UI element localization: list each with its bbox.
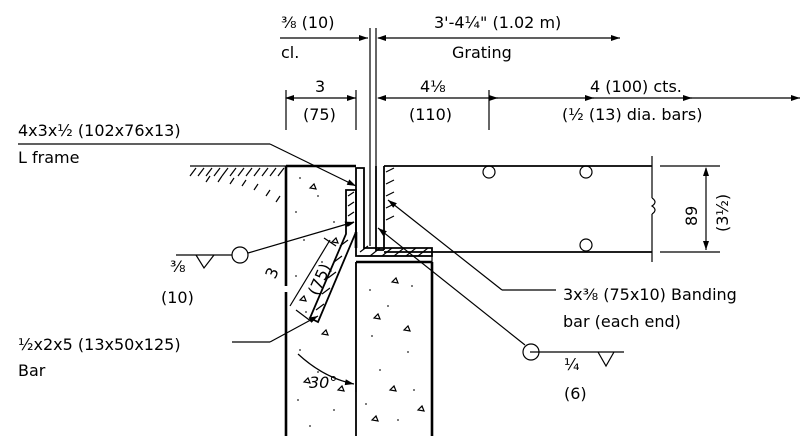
slope-3-label: 3 bbox=[261, 265, 283, 282]
concrete-wall bbox=[284, 164, 434, 436]
l-frame-label-2: L frame bbox=[18, 148, 79, 167]
grating bbox=[375, 156, 656, 262]
dim-grating-sub: Grating bbox=[452, 43, 512, 62]
dim-110-label: (110) bbox=[409, 105, 452, 124]
banding-label-2: bar (each end) bbox=[563, 312, 681, 331]
dim-grating-length: 3'-4¼" (1.02 m) Grating bbox=[377, 13, 620, 62]
weld-symbol-right: ¼ (6) bbox=[377, 227, 624, 403]
angle-30: 30° bbox=[297, 262, 357, 392]
weld-right-size: ¼ bbox=[564, 355, 580, 374]
earth-hatching bbox=[189, 165, 286, 203]
depth-89-label: 89 bbox=[682, 206, 701, 226]
depth-3-1-2-label: (3½) bbox=[713, 194, 732, 232]
bar-label-1: ½x2x5 (13x50x125) bbox=[18, 335, 181, 354]
dim-grating-length-label: 3'-4¼" (1.02 m) bbox=[434, 13, 561, 32]
dim-depth: 89 (3½) bbox=[660, 165, 732, 253]
dim-bars-label: (½ (13) dia. bars) bbox=[562, 105, 702, 124]
weld-right-mm: (6) bbox=[564, 384, 587, 403]
dim-4-1-8-label: 4⅛ bbox=[420, 77, 446, 96]
l-frame-label: 4x3x½ (102x76x13) bbox=[18, 121, 181, 140]
dim-spacing-label: 4 (100) cts. bbox=[590, 77, 682, 96]
anchor-bar-callout: ½x2x5 (13x50x125) Bar bbox=[18, 315, 319, 380]
dim-gap-label: ⅜ (10) bbox=[281, 13, 334, 32]
dim-gap-sub: cl. bbox=[281, 43, 299, 62]
weld-left-size: ⅜ bbox=[170, 257, 186, 276]
banding-bar-callout: 3x⅜ (75x10) Banding bar (each end) bbox=[387, 199, 737, 331]
weld-left-mm: (10) bbox=[161, 288, 194, 307]
weld-symbol-left: ⅜ (10) bbox=[161, 221, 355, 307]
dim-75-label: (75) bbox=[303, 105, 336, 124]
dim-row-2: 3 (75) 4⅛ (110) 4 (100) cts. (½ (13) dia… bbox=[285, 77, 800, 130]
angle-30-label: 30° bbox=[309, 373, 337, 392]
dim-3-label: 3 bbox=[315, 77, 325, 96]
l-frame-angle bbox=[355, 167, 433, 263]
dim-gap: ⅜ (10) cl. bbox=[280, 13, 368, 62]
bar-label-2: Bar bbox=[18, 361, 46, 380]
banding-label-1: 3x⅜ (75x10) Banding bbox=[563, 285, 737, 304]
gap-centerline bbox=[369, 28, 377, 246]
l-frame-callout: 4x3x½ (102x76x13) L frame bbox=[18, 121, 357, 187]
concrete-aggregate bbox=[295, 177, 425, 427]
